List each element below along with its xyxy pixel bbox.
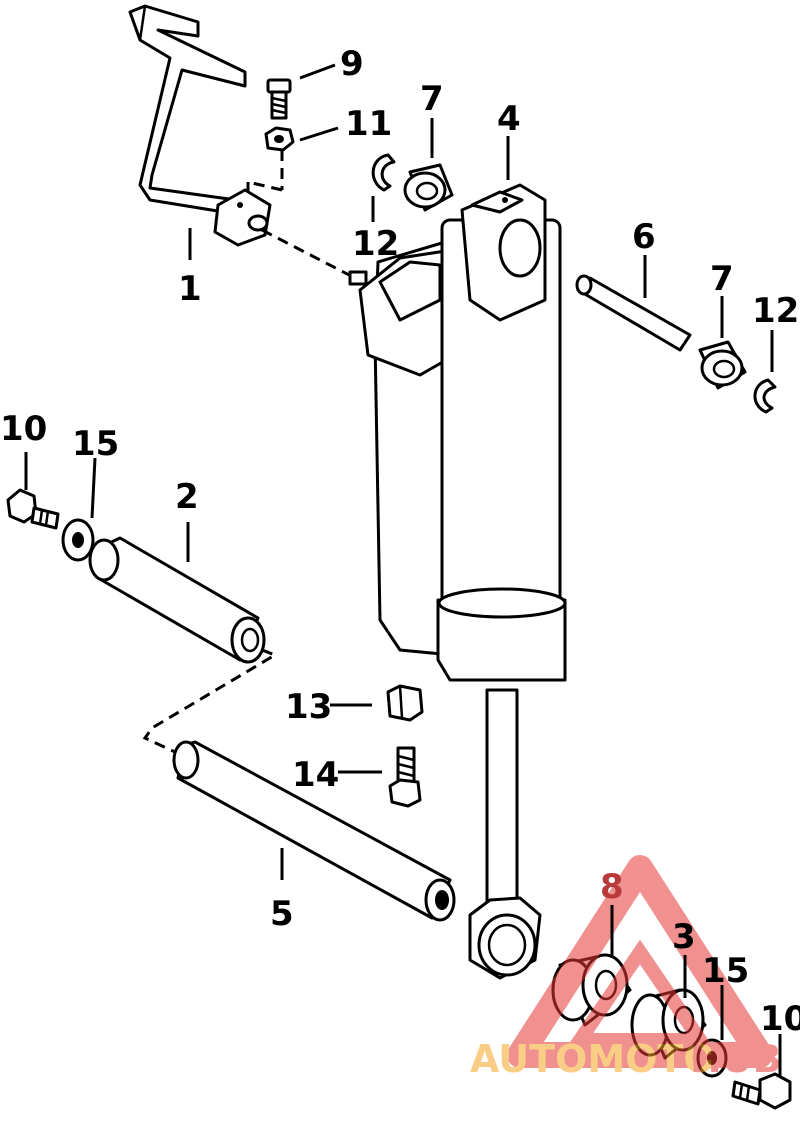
dashed-line-bolt-bracket [246, 150, 284, 198]
part-14-bolt [388, 746, 422, 808]
callout-6: 6 [632, 217, 656, 257]
part-1-bracket-link [128, 4, 272, 247]
part-7-bushing-upper [403, 163, 454, 212]
part-13-nut [386, 684, 424, 722]
part-12-retaining-ring-upper [371, 153, 396, 192]
watermark-text-hub: HUB [690, 1037, 782, 1081]
part-2-spacer-tube [88, 536, 266, 664]
dashed-line-spacer-tube [142, 648, 279, 754]
callout-9: 9 [340, 44, 364, 84]
callout-15-right: 15 [702, 951, 749, 991]
callout-8: 8 [600, 867, 624, 907]
part-7-bushing-right [698, 340, 747, 390]
leader-lines [24, 63, 782, 1076]
callout-13: 13 [285, 687, 332, 727]
callout-10-left: 10 [0, 409, 47, 449]
callout-10-right: 10 [760, 999, 800, 1039]
callout-14: 14 [292, 755, 339, 795]
part-11-nut [264, 126, 295, 152]
part-15-washer-left [61, 518, 95, 562]
part-4-cylinder-assembly [348, 183, 567, 980]
part-12-retaining-ring-right [753, 378, 777, 414]
callout-2: 2 [175, 477, 199, 517]
callout-7-upper: 7 [420, 79, 444, 119]
part-5-long-tube [172, 740, 456, 922]
callout-15-left: 15 [72, 424, 119, 464]
watermark-text-automoto: AUTOMOTO [470, 1037, 716, 1081]
callout-labels: 1 2 3 4 5 6 7 7 8 9 10 10 11 12 12 13 14… [0, 44, 800, 1039]
callout-4: 4 [497, 99, 521, 139]
callout-3: 3 [672, 917, 696, 957]
dashed-line-bracket-cylinder [261, 228, 356, 280]
callout-7-right: 7 [710, 259, 734, 299]
part-10-bolt-left [6, 488, 60, 530]
part-6-pin [575, 274, 692, 352]
part-9-bolt [266, 78, 292, 120]
part-10-bolt-right [731, 1072, 792, 1110]
callout-12-right: 12 [752, 291, 799, 331]
watermark-logo: AUTOMOTO HUB [470, 855, 782, 1081]
callout-11: 11 [345, 104, 392, 144]
callout-12-upper: 12 [352, 224, 399, 264]
callout-5: 5 [270, 894, 294, 934]
callout-1: 1 [178, 269, 202, 309]
